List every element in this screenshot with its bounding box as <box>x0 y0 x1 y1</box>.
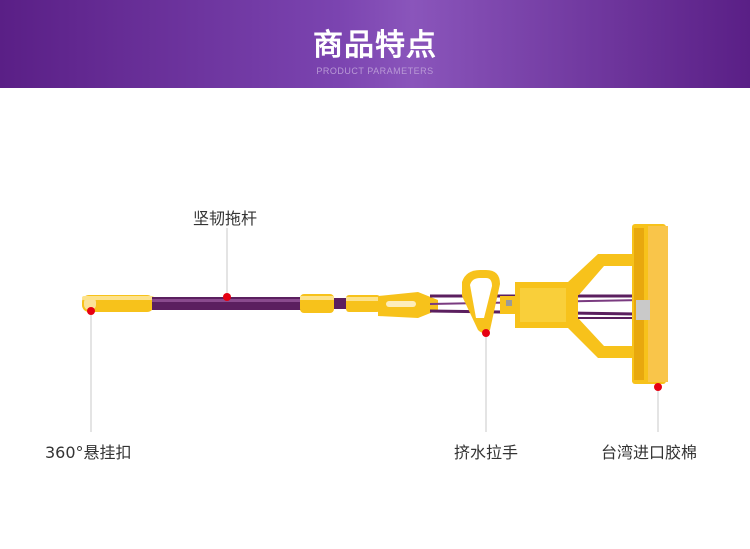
page-subtitle: PRODUCT PARAMETERS <box>316 66 434 76</box>
marker-hook <box>87 307 95 315</box>
sponge-head <box>632 224 668 384</box>
callout-label-hook: 360°悬挂扣 <box>45 443 132 462</box>
callout-label-handle: 挤水拉手 <box>454 443 519 462</box>
marker-pole <box>223 293 231 301</box>
marker-handle <box>482 329 490 337</box>
mop-pole <box>152 294 410 313</box>
header-banner: 商品特点 PRODUCT PARAMETERS <box>0 0 750 88</box>
callout-markers <box>87 293 662 391</box>
callout-label-pole: 坚韧拖杆 <box>193 209 258 228</box>
marker-sponge <box>654 383 662 391</box>
mop-frame <box>515 254 640 358</box>
page-title: 商品特点 <box>313 28 437 63</box>
callout-label-sponge: 台湾进口胶棉 <box>601 443 698 462</box>
hanging-hook <box>82 295 154 312</box>
callout-lines <box>90 228 659 432</box>
squeeze-handle <box>378 270 641 333</box>
